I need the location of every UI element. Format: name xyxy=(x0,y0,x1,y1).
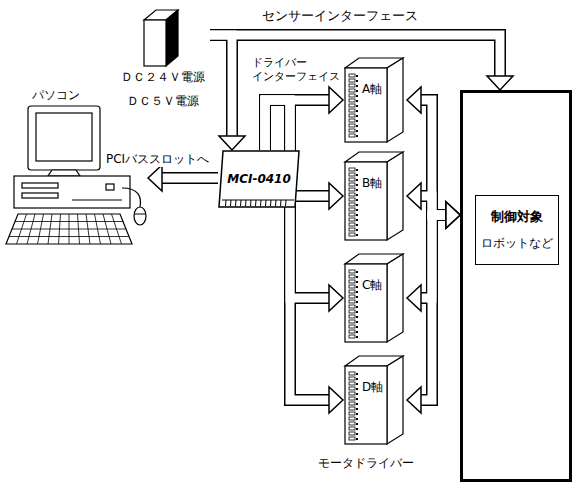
connector-band xyxy=(265,100,329,400)
driver-picture xyxy=(343,252,407,344)
motor-driver: B軸 xyxy=(343,150,407,242)
computer-picture xyxy=(2,88,148,248)
arrow-head xyxy=(446,202,460,228)
arrow-head xyxy=(219,136,245,150)
connector-band xyxy=(210,35,232,136)
arrow-head xyxy=(407,387,421,413)
interface-label: PCIバススロットへ xyxy=(106,152,209,167)
personal-computer: パソコン xyxy=(2,88,148,248)
controller-board: MCI-0410 xyxy=(218,150,300,208)
connector-band-inner xyxy=(265,100,329,150)
arrow-head xyxy=(148,165,162,191)
node-text: ＤＣ２４Ｖ電源 xyxy=(121,70,205,85)
connector-band-inner xyxy=(265,100,329,400)
node-text: A軸 xyxy=(361,82,383,97)
arrow-head xyxy=(329,183,343,209)
node-text: 制御対象 xyxy=(491,209,543,225)
arrow-head xyxy=(446,202,460,228)
node-text: MCI-0410 xyxy=(227,172,291,187)
arrow-head xyxy=(329,87,343,113)
driver-picture xyxy=(343,56,407,144)
interface-label: ドライバー インターフェイス xyxy=(252,56,344,84)
arrow-head xyxy=(487,76,513,90)
connector-band xyxy=(265,100,329,150)
arrow-head xyxy=(329,387,343,413)
motor-driver: C軸 xyxy=(343,252,407,344)
connector-band-inner xyxy=(421,100,446,215)
connector-band-inner xyxy=(421,215,446,400)
connector-band-inner xyxy=(210,35,232,136)
node-text: ロボットなど xyxy=(481,236,553,251)
arrow-head xyxy=(446,202,460,228)
motor-driver: A軸 xyxy=(343,56,407,144)
connector-band xyxy=(162,172,218,184)
controlled-object: 制御対象ロボットなど xyxy=(460,90,572,482)
arrow-head xyxy=(407,285,421,311)
interface-label: センサーインターフェース xyxy=(262,8,418,24)
arrow-head xyxy=(407,183,421,209)
driver-picture xyxy=(343,150,407,242)
arrow-head xyxy=(446,202,460,228)
object-frame: 制御対象ロボットなど xyxy=(475,195,559,265)
group-caption: モータドライバー xyxy=(318,456,414,471)
node-text: D軸 xyxy=(361,380,384,395)
node-text: ＤＣ５Ｖ電源 xyxy=(127,94,199,109)
motor-driver: D軸 xyxy=(343,354,407,446)
connector-band xyxy=(421,215,446,400)
node-text: B軸 xyxy=(361,176,383,191)
power-supply: ＤＣ２４Ｖ電源 ＤＣ５Ｖ電源 xyxy=(116,6,210,110)
connector-band xyxy=(421,100,446,215)
driver-picture xyxy=(343,354,407,446)
arrow-head xyxy=(329,285,343,311)
arrow-head xyxy=(407,87,421,113)
connector-band-inner xyxy=(162,174,218,183)
node-text: パソコン xyxy=(32,88,80,103)
node-text: C軸 xyxy=(361,278,383,293)
